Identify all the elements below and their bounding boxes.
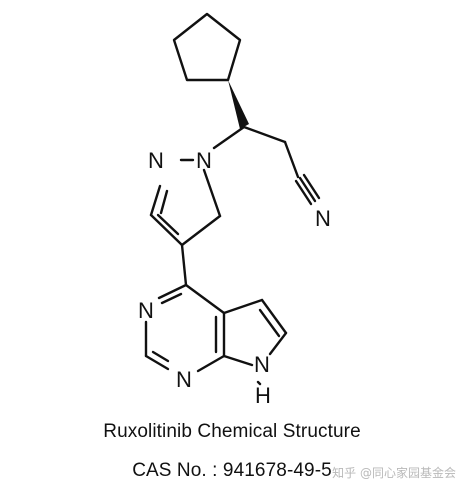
bond-chiral-carbon-ch2 [242,125,287,144]
atom-label-pyrimidine-n3: N [138,298,154,323]
bond-pyrazole-n1-c5 [202,168,222,218]
atom-label-pyrimidine-n1: N [176,367,192,392]
bond-pyrazole-c4-c3 [149,213,184,247]
bond-pyrazole-c3-n2 [149,184,162,217]
bond-pyrazole-c5-c4 [180,214,222,247]
atom-label-nitrile-n: N [315,206,331,231]
bond-c4-n3 [157,283,188,300]
bond-n1-chiral-carbon [212,125,246,150]
atom-label-pyrazole-n2: N [148,148,164,173]
bond-pyrazole-c3-n2-double [159,189,169,215]
bond-pyrazole-pyrimidine-link [180,243,188,287]
bond-n7-c7a [222,354,254,367]
atom-label-pyrazole-n1: N [196,148,212,173]
cyclopentane-ring [172,12,242,82]
bond-c2-n1 [144,354,170,371]
bond-ch2-nitrile-carbon [283,140,300,179]
bond-c4-n3-double [160,292,183,305]
bond-n1-c7a [196,354,226,373]
bond-c4a-c5 [222,298,264,315]
bond-pyrazole-c4-c3-double [156,213,180,236]
bond-c5-c6-double [258,308,281,338]
ruxolitinib-structure-diagram: N N N N N N H [138,12,331,408]
cas-number: CAS No. : 941678-49-5 [132,460,332,481]
bond-nitrile-triple-a [298,176,317,203]
atom-label-pyrrole-n: N [254,352,270,377]
bond-nh-n-h [256,380,262,386]
bond-c2-n1-double [151,350,170,363]
bond-nitrile-triple-b [294,179,313,206]
bond-c5-c6 [260,298,288,335]
bond-c6-n7 [268,331,288,356]
structure-title: Ruxolitinib Chemical Structure [103,421,361,442]
wedge-bond-cyclopentyl [228,80,249,129]
atom-label-pyrrole-h: H [255,383,271,408]
watermark: 知乎 @同心家园基金会 [332,466,456,480]
bond-nitrile-triple-c [302,173,321,200]
bond-c4a-c4 [184,283,226,315]
